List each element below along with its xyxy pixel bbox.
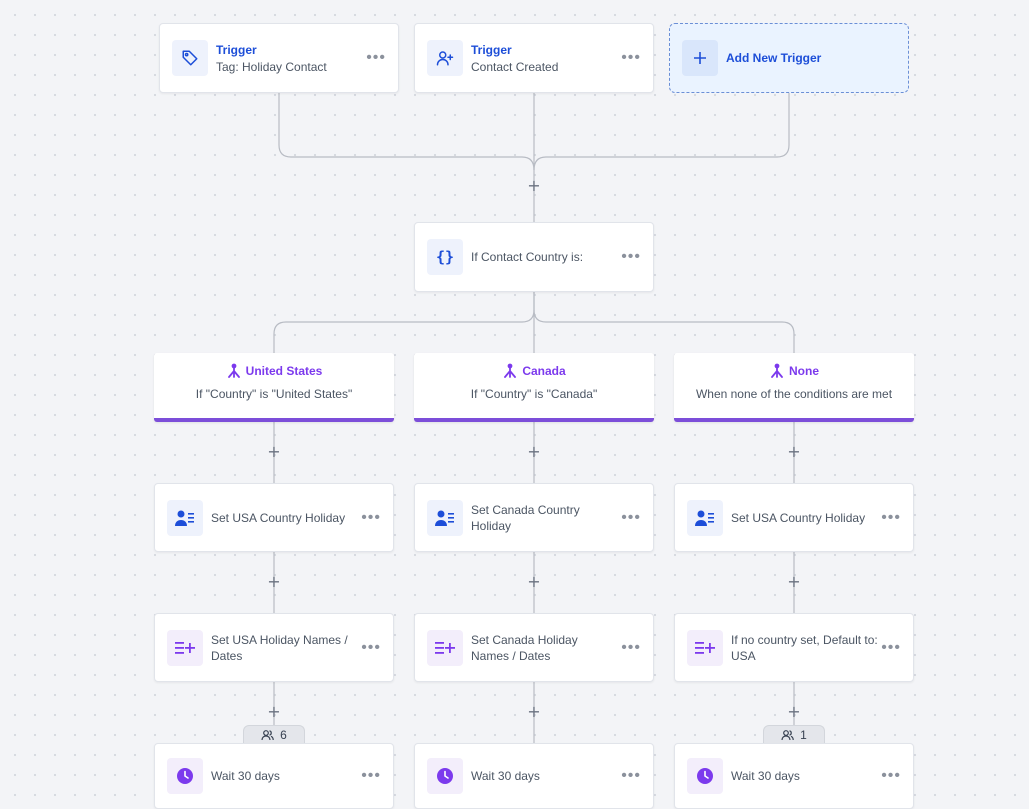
add-step-plus[interactable]: +: [267, 702, 281, 721]
user-list-icon: [687, 499, 723, 536]
step-set-usa-holiday-names[interactable]: Set USA Holiday Names / Dates •••: [154, 613, 394, 682]
branch-split-icon: [504, 363, 517, 378]
more-options-icon[interactable]: •••: [621, 638, 641, 656]
condition-node[interactable]: {} If Contact Country is: •••: [414, 222, 654, 292]
add-step-plus[interactable]: +: [527, 176, 541, 195]
add-step-plus[interactable]: +: [527, 572, 541, 591]
step-label: Set Canada Holiday Names / Dates: [471, 632, 578, 663]
step-set-canada-country-holiday[interactable]: Set Canada Country Holiday •••: [414, 483, 654, 552]
more-options-icon[interactable]: •••: [366, 49, 386, 66]
users-icon: [781, 729, 794, 740]
step-set-usa-country-holiday-default[interactable]: Set USA Country Holiday •••: [674, 483, 914, 552]
plus-icon: [682, 40, 718, 76]
more-options-icon[interactable]: •••: [621, 767, 641, 784]
step-set-usa-country-holiday[interactable]: Set USA Country Holiday •••: [154, 483, 394, 552]
more-options-icon[interactable]: •••: [881, 508, 901, 526]
add-step-plus[interactable]: +: [527, 702, 541, 721]
step-label: Set USA Country Holiday: [211, 510, 346, 525]
branch-none[interactable]: None When none of the conditions are met: [674, 353, 914, 422]
clock-icon: [427, 758, 463, 794]
step-default-country-usa[interactable]: If no country set, Default to: USA •••: [674, 613, 914, 682]
more-options-icon[interactable]: •••: [621, 49, 641, 66]
trigger-node-contact-created[interactable]: Trigger Contact Created •••: [414, 23, 654, 93]
user-plus-icon: [427, 40, 463, 76]
contact-count-badge[interactable]: 1: [763, 725, 825, 743]
branch-canada[interactable]: Canada If "Country" is "Canada": [414, 353, 654, 422]
tag-icon: [172, 40, 208, 76]
add-step-plus[interactable]: +: [527, 442, 541, 461]
add-step-plus[interactable]: +: [787, 442, 801, 461]
more-options-icon[interactable]: •••: [621, 248, 641, 265]
step-label: Set USA Holiday Names / Dates: [211, 632, 348, 663]
branch-split-icon: [227, 363, 240, 378]
step-label: If no country set, Default to: USA: [731, 632, 878, 663]
branch-title: None: [789, 364, 819, 378]
step-label: Set USA Country Holiday: [731, 510, 866, 525]
list-add-icon: [427, 629, 463, 666]
step-label: Wait 30 days: [211, 769, 280, 783]
branch-united-states[interactable]: United States If "Country" is "United St…: [154, 353, 394, 422]
step-wait-30-days-canada[interactable]: Wait 30 days •••: [414, 743, 654, 809]
list-add-icon: [687, 629, 723, 666]
trigger-title: Trigger: [471, 43, 512, 57]
clock-icon: [167, 758, 203, 794]
users-icon: [261, 729, 274, 740]
trigger-subtitle: Contact Created: [471, 60, 559, 74]
user-list-icon: [167, 499, 203, 536]
step-wait-30-days-none[interactable]: Wait 30 days •••: [674, 743, 914, 809]
step-set-canada-holiday-names[interactable]: Set Canada Holiday Names / Dates •••: [414, 613, 654, 682]
add-trigger-label: Add New Trigger: [726, 51, 822, 65]
more-options-icon[interactable]: •••: [361, 767, 381, 784]
add-step-plus[interactable]: +: [787, 572, 801, 591]
step-label: Set Canada Country Holiday: [471, 502, 580, 533]
list-add-icon: [167, 629, 203, 666]
add-step-plus[interactable]: +: [267, 572, 281, 591]
clock-icon: [687, 758, 723, 794]
trigger-subtitle: Tag: Holiday Contact: [216, 60, 327, 74]
branch-condition: When none of the conditions are met: [695, 387, 893, 401]
branch-title: United States: [245, 364, 323, 378]
branch-title: Canada: [522, 364, 566, 378]
add-new-trigger-button[interactable]: Add New Trigger: [669, 23, 909, 93]
add-step-plus[interactable]: +: [787, 702, 801, 721]
step-wait-30-days-usa[interactable]: Wait 30 days •••: [154, 743, 394, 809]
trigger-title: Trigger: [216, 43, 257, 57]
trigger-node-holiday-tag[interactable]: Trigger Tag: Holiday Contact •••: [159, 23, 399, 93]
more-options-icon[interactable]: •••: [881, 638, 901, 656]
branch-split-icon: [771, 363, 783, 378]
user-list-icon: [427, 499, 463, 536]
more-options-icon[interactable]: •••: [881, 767, 901, 784]
more-options-icon[interactable]: •••: [361, 638, 381, 656]
step-label: Wait 30 days: [731, 769, 800, 783]
more-options-icon[interactable]: •••: [361, 508, 381, 526]
step-label: Wait 30 days: [471, 769, 540, 783]
add-step-plus[interactable]: +: [267, 442, 281, 461]
more-options-icon[interactable]: •••: [621, 508, 641, 526]
condition-label: If Contact Country is:: [471, 250, 584, 264]
branch-condition: If "Country" is "Canada": [470, 387, 598, 401]
branch-condition: If "Country" is "United States": [195, 387, 353, 401]
contact-count-badge[interactable]: 6: [243, 725, 305, 743]
braces-icon: {}: [427, 239, 463, 275]
contact-count: 1: [800, 727, 807, 742]
contact-count: 6: [280, 727, 287, 742]
